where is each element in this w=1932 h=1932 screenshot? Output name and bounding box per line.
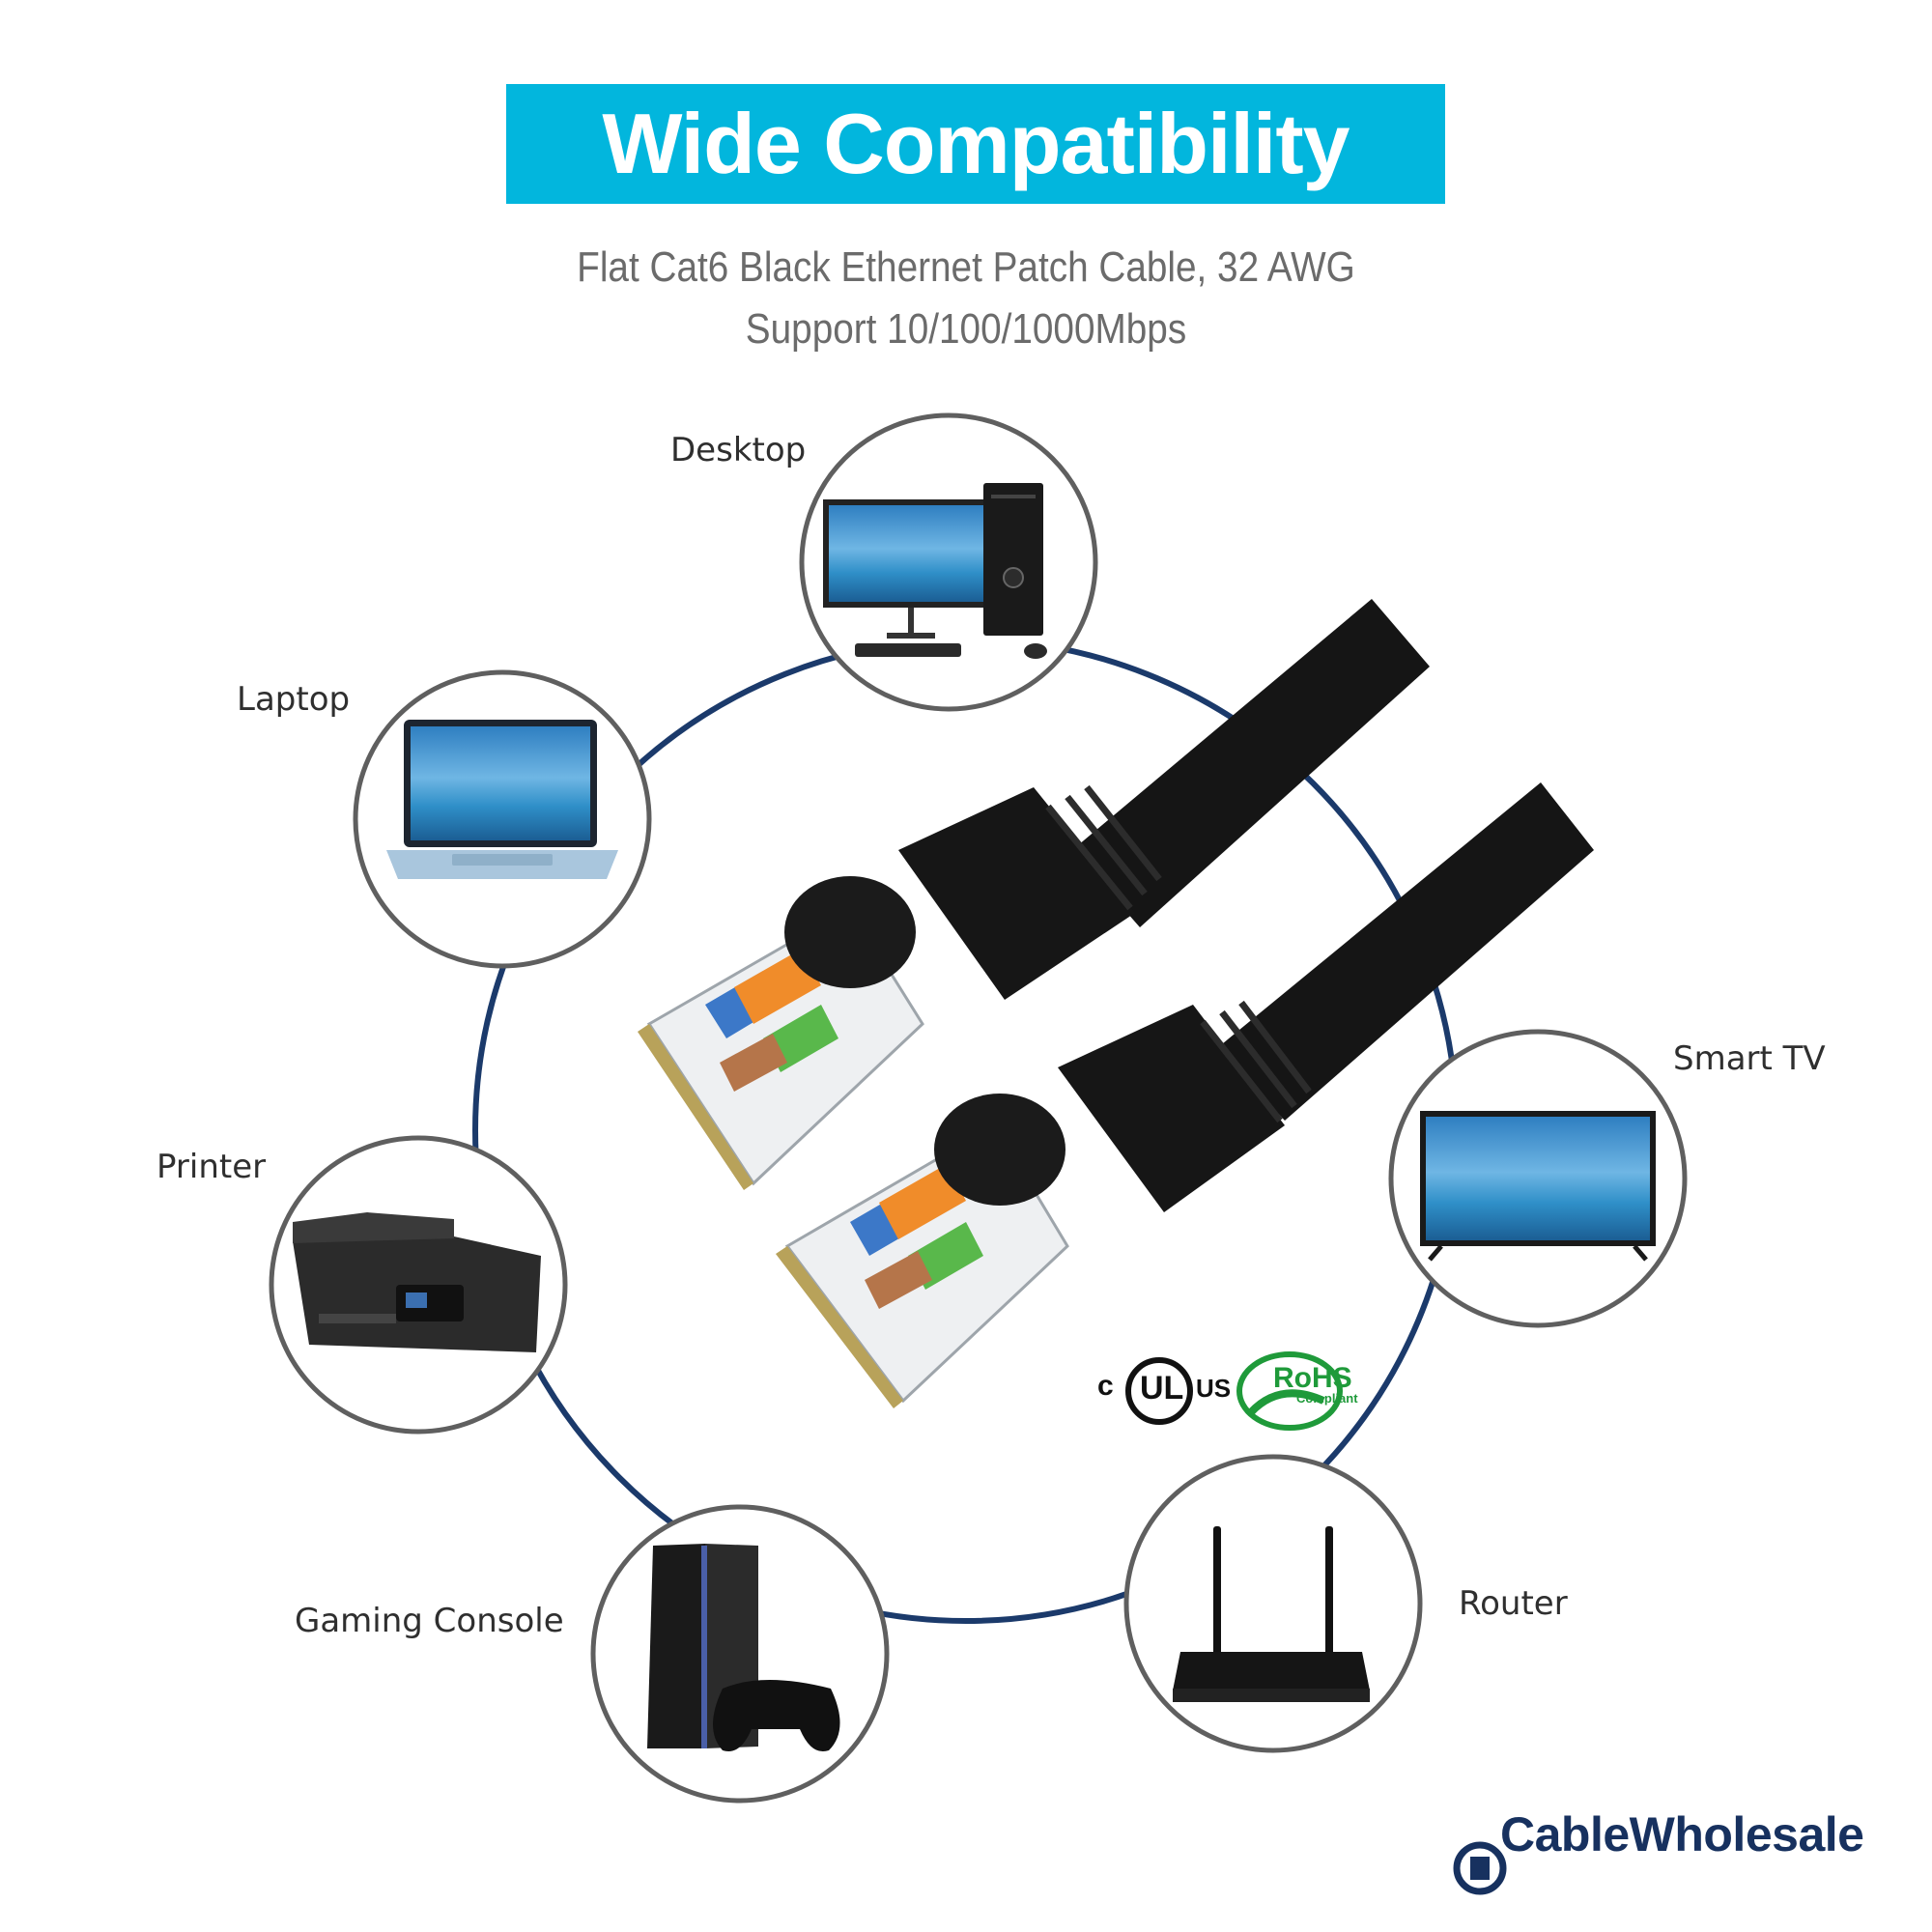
brand-logo: CableWholesale (1446, 1806, 1864, 1862)
smart-tv-icon (1388, 1029, 1688, 1328)
brand-name: CableWholesale (1500, 1807, 1864, 1861)
cablewholesale-logo-mark (1453, 1841, 1507, 1895)
device-label-printer: Printer (156, 1148, 267, 1186)
router-icon (1123, 1454, 1423, 1753)
ul-certification-logo (1125, 1357, 1193, 1425)
laptop-icon (353, 669, 652, 969)
speed-support: Support 10/100/1000Mbps (745, 305, 1187, 353)
rohs-compliant-text: Compliant (1296, 1391, 1358, 1406)
title-banner: Wide Compatibility (506, 84, 1445, 204)
printer-icon (269, 1135, 568, 1435)
device-label-gaming-console: Gaming Console (295, 1602, 564, 1640)
ethernet-cable-illustration (638, 599, 1594, 1408)
device-label-laptop: Laptop (237, 680, 351, 719)
ul-c-text: c (1097, 1370, 1114, 1402)
product-description: Flat Cat6 Black Ethernet Patch Cable, 32… (577, 243, 1355, 291)
page-title: Wide Compatibility (602, 96, 1350, 191)
rohs-text: RoHS (1273, 1362, 1352, 1394)
ul-text: UL (1140, 1370, 1184, 1406)
device-label-desktop: Desktop (670, 431, 807, 469)
device-label-router: Router (1459, 1584, 1568, 1623)
device-label-smart-tv: Smart TV (1673, 1039, 1826, 1078)
desktop-icon (799, 412, 1098, 712)
gaming-console-icon (590, 1504, 890, 1804)
rohs-compliance-logo (1236, 1351, 1343, 1431)
ul-us-text: US (1196, 1374, 1232, 1403)
